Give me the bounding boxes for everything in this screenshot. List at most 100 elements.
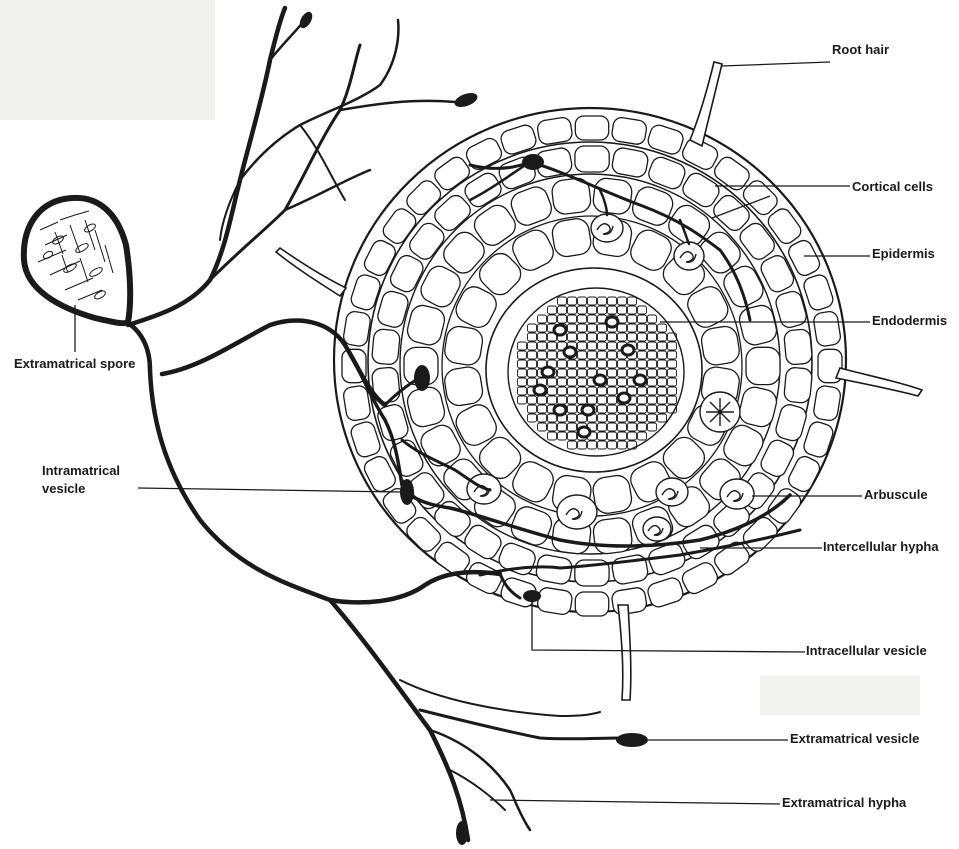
stele-cell [608, 342, 617, 350]
stele-cell [588, 387, 597, 395]
arbuscule-cell [700, 392, 740, 432]
stele-cell [618, 369, 627, 377]
leader-root-hair [722, 62, 830, 66]
stele-cell [648, 423, 657, 431]
root-cell [646, 155, 687, 192]
stele-cell [618, 378, 627, 386]
vesicle [453, 90, 480, 109]
stele-cell [648, 351, 657, 359]
arbuscule-cell [591, 214, 623, 242]
intramatrical-vesicle [400, 479, 414, 505]
stele-cell [608, 405, 617, 413]
stele-cell [668, 387, 677, 395]
stele-cell [608, 441, 617, 449]
extramatrical-vesicle [616, 733, 648, 747]
stele-cell [548, 315, 557, 323]
stele-cell [528, 369, 537, 377]
root-hair [276, 248, 346, 296]
stele-cell [648, 405, 657, 413]
stele-cell [528, 396, 537, 404]
extramatrical-hypha [300, 125, 345, 200]
stele-cell [558, 423, 567, 431]
stele-cell [618, 360, 627, 368]
root-cell [464, 560, 505, 597]
stele-cell [608, 369, 617, 377]
stele-cell [668, 351, 677, 359]
label-intramatrical-vesicle-line2: vesicle [42, 481, 85, 497]
stele-cell [568, 324, 577, 332]
stele-cell [538, 324, 547, 332]
stele-cell [638, 423, 647, 431]
label-epidermis: Epidermis [872, 246, 935, 262]
stele-cell [628, 423, 637, 431]
root-cell [371, 329, 400, 366]
stele-cell [538, 396, 547, 404]
stele-cell [568, 414, 577, 422]
stele-cell [598, 414, 607, 422]
stele-cell [528, 324, 537, 332]
stele-cell [548, 342, 557, 350]
stele-cell [568, 423, 577, 431]
leader-intracellular-vesicle [532, 600, 805, 652]
stele-cell [538, 333, 547, 341]
stele-cell [598, 306, 607, 314]
stele-cell [658, 405, 667, 413]
stele-cell [548, 396, 557, 404]
stele-cell [548, 351, 557, 359]
stele-cell [578, 342, 587, 350]
root-cell [774, 289, 808, 329]
stele-cell [578, 396, 587, 404]
stele-cell [568, 441, 577, 449]
stele-cell [658, 378, 667, 386]
stele-cell [618, 324, 627, 332]
stele-cell [638, 351, 647, 359]
stele-cell [518, 351, 527, 359]
arbuscule-cell [674, 242, 704, 270]
background-tint [0, 0, 215, 120]
stele-cell [618, 432, 627, 440]
stele-cell [548, 306, 557, 314]
stele-cell [638, 333, 647, 341]
stele-cell [558, 360, 567, 368]
stele-cell [528, 342, 537, 350]
root-cell [646, 576, 685, 609]
leader-extramatrical-hypha [490, 800, 780, 804]
stele-cell [608, 423, 617, 431]
stele-cell [668, 396, 677, 404]
stele-cell [668, 360, 677, 368]
intramatrical-vesicle [414, 365, 430, 391]
root-cell [405, 303, 447, 347]
stele-cell [608, 297, 617, 305]
stele-cell [638, 342, 647, 350]
stele-cell [638, 396, 647, 404]
stele-cell [578, 369, 587, 377]
stele-cell [638, 387, 647, 395]
stele-cell [608, 432, 617, 440]
label-root-hair: Root hair [832, 42, 889, 58]
root-cell [535, 554, 573, 586]
stele-cell [668, 378, 677, 386]
root-cell [575, 116, 608, 140]
stele-cell [578, 378, 587, 386]
stele-cell [648, 378, 657, 386]
root-hair [836, 368, 922, 396]
stele-cell [558, 315, 567, 323]
stele-cell [658, 396, 667, 404]
stele-cell [568, 369, 577, 377]
extramatrical-hypha [285, 170, 370, 210]
stele-cell [558, 369, 567, 377]
stele-cell [618, 306, 627, 314]
stele-cell [658, 324, 667, 332]
xylem-vessel [618, 393, 630, 403]
stele-cell [588, 315, 597, 323]
extramatrical-hypha [340, 101, 455, 110]
stele-cell [608, 387, 617, 395]
root-cell [551, 217, 593, 258]
arbuscule-cell [643, 517, 671, 541]
stele-cell [628, 306, 637, 314]
extramatrical-hypha [240, 20, 398, 180]
stele-cell [628, 432, 637, 440]
stele-cell [578, 297, 587, 305]
stele-cell [578, 351, 587, 359]
root-cell [784, 329, 813, 366]
